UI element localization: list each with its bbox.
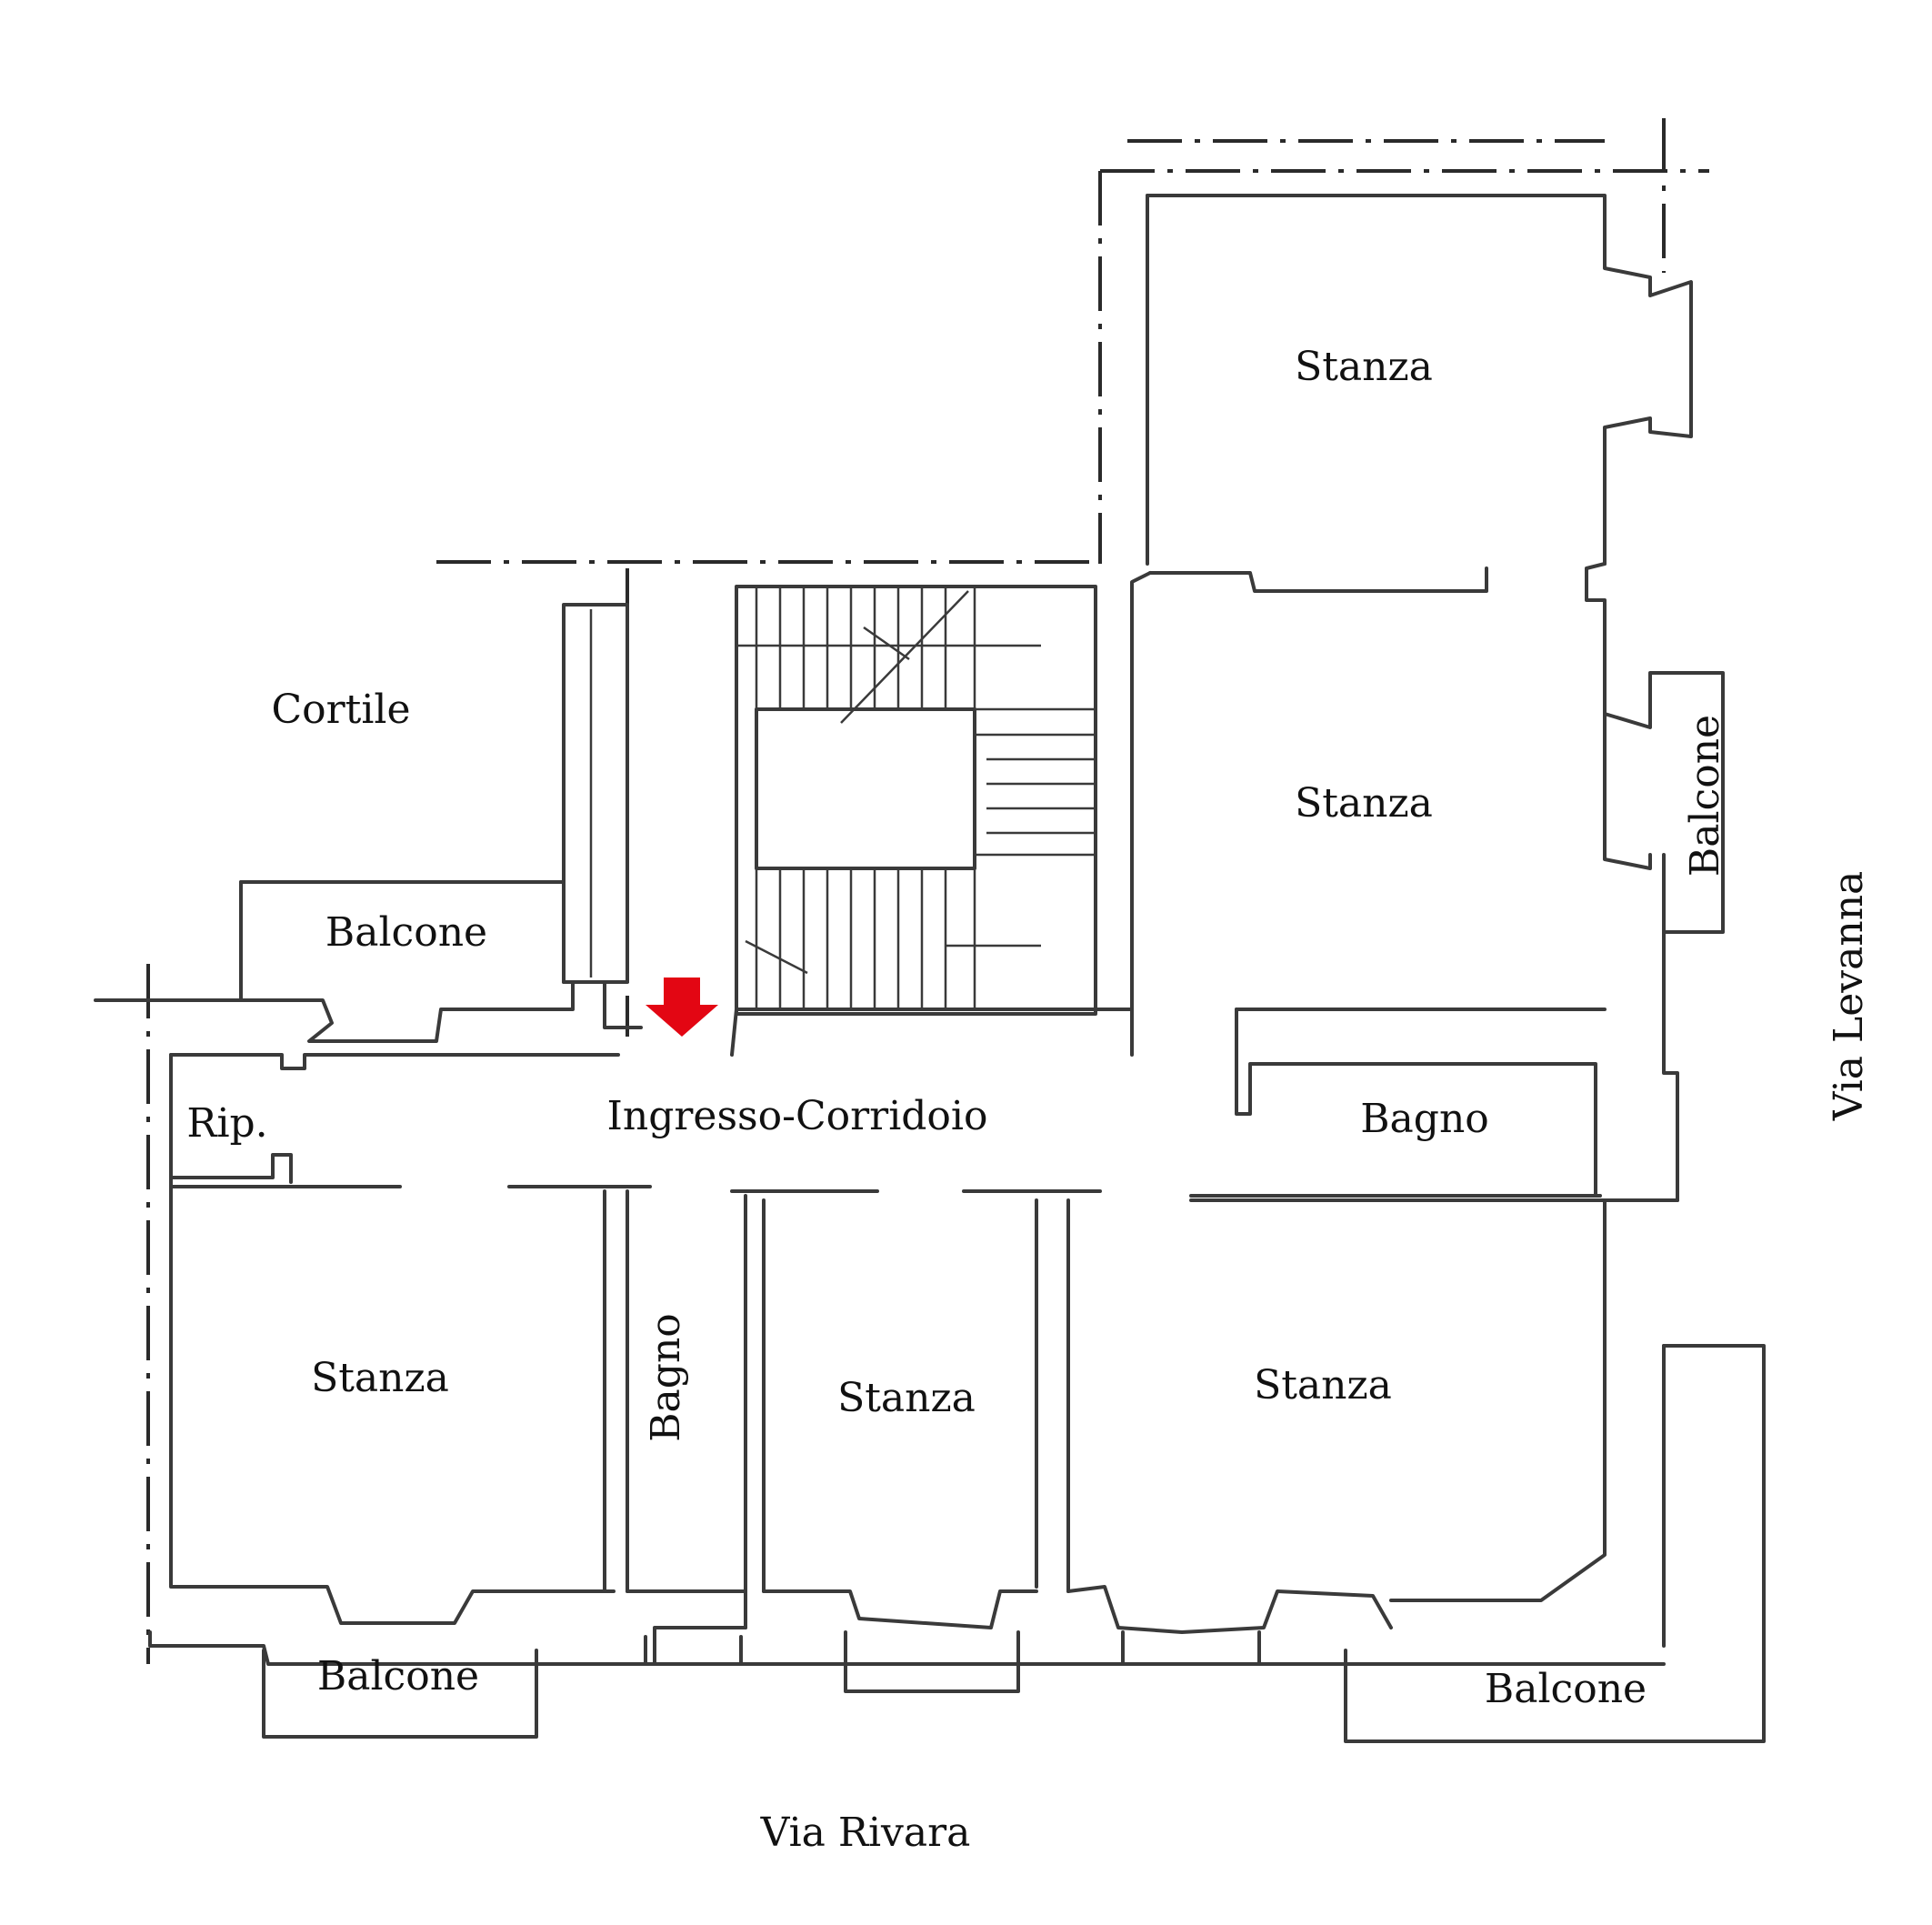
exterior-walls	[94, 194, 1766, 1743]
ingresso-corridoio-label: Ingresso-Corridoio	[607, 1093, 988, 1139]
balcone-bottom-left-label: Balcone	[317, 1653, 479, 1699]
balcone-upper-left-label: Balcone	[325, 909, 487, 956]
stanza-bottom-right-label: Stanza	[1254, 1362, 1392, 1409]
entrance-arrow-icon	[646, 978, 718, 1037]
balcone-right-vertical-label: Balcone	[1682, 715, 1728, 877]
bagno-right-label: Bagno	[1360, 1096, 1489, 1142]
via-levanna-label: Via Levanna	[1826, 871, 1872, 1122]
balcone-bottom-right-label: Balcone	[1485, 1666, 1647, 1712]
stanza-bottom-left-label: Stanza	[311, 1355, 449, 1401]
stanza-bottom-center-label: Stanza	[837, 1375, 976, 1421]
stanza-top-right-label: Stanza	[1295, 344, 1433, 390]
property-boundary	[146, 118, 1709, 1664]
staircase	[735, 585, 1097, 1016]
stanza-mid-right-label: Stanza	[1295, 780, 1433, 827]
bagno-vertical-label: Bagno	[643, 1313, 689, 1442]
cortile-label: Cortile	[271, 687, 410, 733]
via-rivara-label: Via Rivara	[760, 1810, 971, 1856]
ripostiglio-label: Rip.	[186, 1100, 267, 1147]
